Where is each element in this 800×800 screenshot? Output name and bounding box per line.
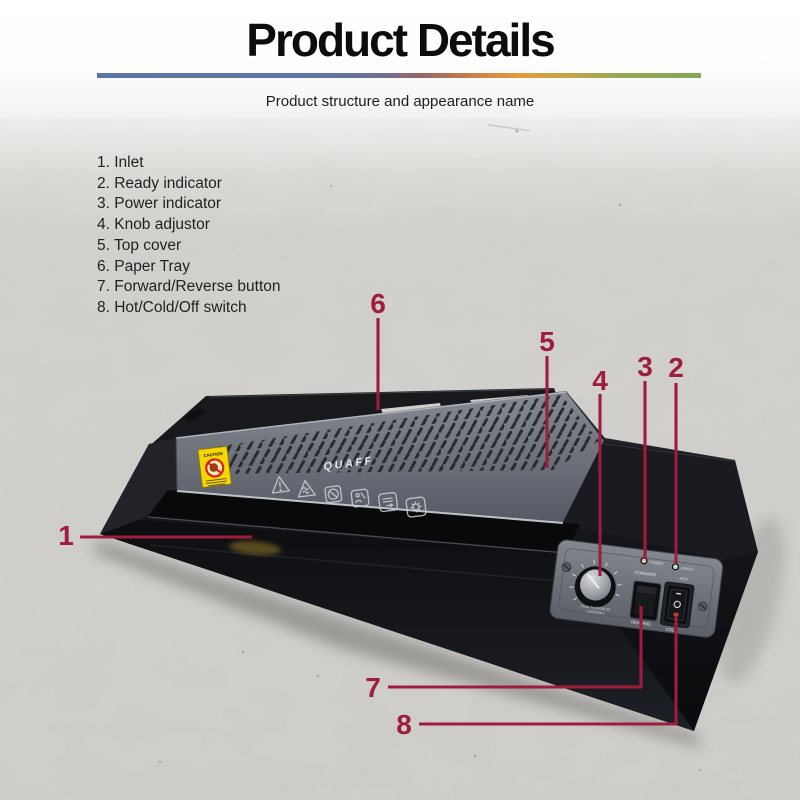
- cold-label: COLD: [665, 627, 677, 633]
- forward-label: FORWARD: [634, 570, 656, 578]
- sticker-caution-label: CAUTION: [203, 451, 223, 458]
- paper-feed-icon: [378, 492, 399, 513]
- power-led: [640, 557, 648, 565]
- keep-away-children-icon: [350, 488, 370, 508]
- hot-label: HOT: [679, 576, 689, 582]
- inlet-glow: [229, 541, 281, 555]
- texture-speckles: [158, 124, 702, 772]
- ready-led: [671, 563, 680, 571]
- warning-sticker: CAUTION: [197, 446, 232, 488]
- callout-8: 8: [396, 616, 678, 740]
- warning-icon-row: [271, 475, 427, 518]
- right-deck: [563, 441, 757, 560]
- svg-text:4: 4: [592, 365, 608, 396]
- page-title: Product Details: [246, 14, 555, 66]
- top-cover: QUAFF CAUTION: [175, 391, 605, 524]
- knob-label-line1: FILM THICKNESS: [581, 604, 612, 612]
- forward-reverse-button[interactable]: [629, 580, 662, 622]
- inlet-slot: [147, 490, 580, 555]
- knob-label-line2: ( MICRON ): [585, 609, 604, 615]
- hot-cold-off-switch[interactable]: [659, 581, 695, 629]
- svg-text:1: 1: [58, 520, 74, 551]
- callout-6: 6: [370, 288, 386, 410]
- svg-text:6: 6: [370, 288, 386, 319]
- callouts: 1 6 5 4 3 2 7: [58, 288, 684, 740]
- screw-right: [697, 601, 708, 612]
- temperature-icon: [405, 496, 427, 518]
- thickness-knob[interactable]: [567, 557, 624, 610]
- switch-cold-mark: [673, 612, 679, 617]
- callout-2: 2: [668, 352, 684, 564]
- svg-text:3: 3: [637, 351, 653, 382]
- power-led-label: POWER: [649, 560, 664, 566]
- callout-4: 4: [592, 365, 608, 576]
- page-subtitle: Product structure and appearance name: [265, 93, 535, 110]
- svg-text:5: 5: [539, 326, 555, 357]
- svg-text:8: 8: [396, 709, 412, 740]
- callout-7-leader: [388, 606, 643, 689]
- switch-off-mark: [673, 600, 681, 608]
- no-touch-square-icon: [324, 485, 343, 504]
- gradient-divider: [97, 73, 701, 78]
- callout-1: 1: [58, 520, 252, 551]
- left-side-panel: [100, 438, 178, 534]
- side-shadow: [719, 517, 785, 683]
- callout-5: 5: [539, 326, 555, 468]
- callout-8-leader: [419, 616, 678, 726]
- ready-led-label: READY: [681, 566, 695, 572]
- callout-7: 7: [365, 606, 643, 703]
- drop-shadow: [92, 540, 704, 748]
- svg-text:2: 2: [668, 352, 684, 383]
- hot-surface-triangle-icon: [297, 479, 316, 498]
- callout-3: 3: [637, 351, 653, 559]
- vent-grid: [208, 395, 599, 474]
- knob-pointer: [586, 573, 600, 590]
- warning-triangle-icon: [271, 475, 290, 494]
- svg-text:7: 7: [365, 672, 381, 703]
- switch-hot-mark: [676, 592, 682, 595]
- front-face: [100, 520, 694, 731]
- screw-left: [561, 562, 572, 572]
